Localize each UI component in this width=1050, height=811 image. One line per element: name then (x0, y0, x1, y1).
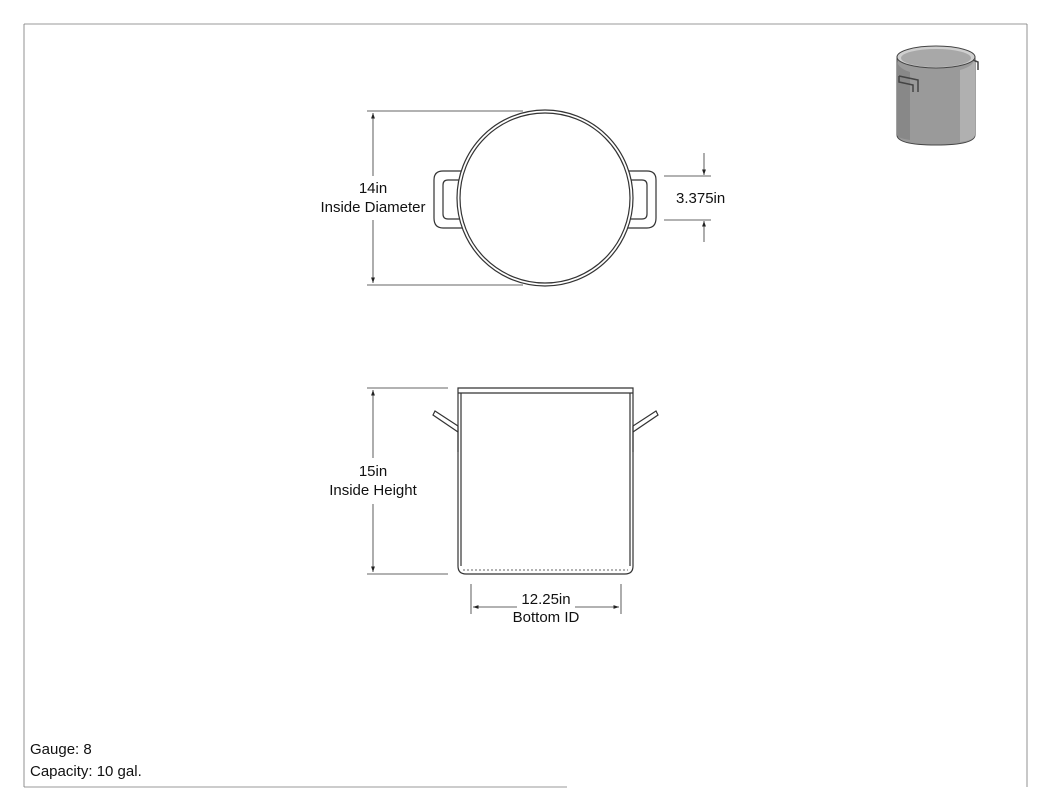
diameter-dimension (367, 110, 523, 286)
top-view-rim-outer (456, 109, 634, 287)
handle-height-value: 3.375in (676, 190, 725, 207)
bottom-id-caption: Bottom ID (513, 609, 580, 626)
diameter-caption: Inside Diameter (320, 199, 425, 216)
side-view-body (457, 387, 634, 575)
side-view-handle-right (632, 410, 659, 433)
height-dimension (367, 387, 448, 575)
height-value: 15in (359, 463, 387, 480)
bottom-id-dimension (470, 584, 622, 614)
side-view (432, 387, 659, 575)
sheet-border (23, 23, 1028, 788)
capacity-spec: Capacity: 10 gal. (30, 763, 142, 780)
bottom-id-value: 12.25in (521, 591, 570, 608)
stock-pot-icon (896, 45, 979, 146)
diameter-value: 14in (359, 180, 387, 197)
handle-dimension (664, 153, 711, 242)
top-view-handle-left (433, 170, 462, 229)
top-view-handle-right (628, 170, 657, 229)
top-view (433, 109, 657, 287)
side-view-handle-left (432, 410, 459, 433)
gauge-spec: Gauge: 8 (30, 741, 92, 758)
height-caption: Inside Height (329, 482, 417, 499)
top-view-rim-inner (459, 112, 631, 284)
